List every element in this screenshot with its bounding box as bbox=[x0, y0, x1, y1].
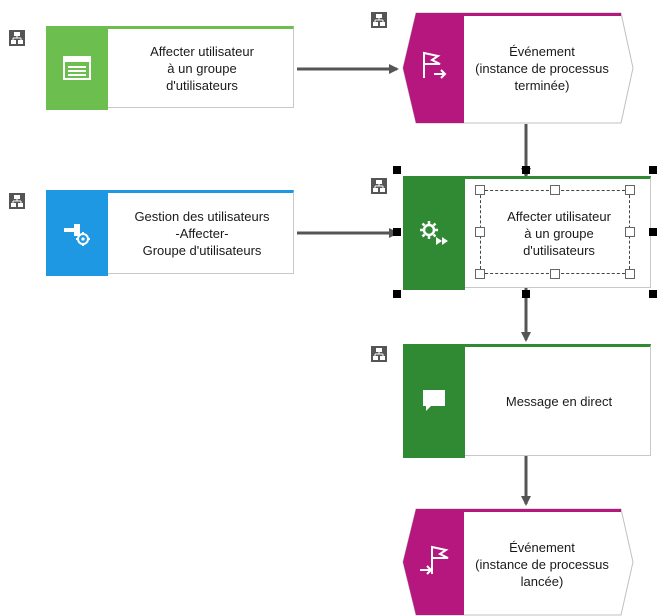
application-node-user-management[interactable]: Gestion des utilisateurs -Affecter- Grou… bbox=[46, 190, 294, 276]
flag-start-icon bbox=[420, 545, 449, 575]
node-label: Événement (instance de processus lancée) bbox=[475, 539, 609, 589]
node-label: Gestion des utilisateurs -Affecter- Grou… bbox=[134, 208, 270, 258]
selection-handle[interactable] bbox=[393, 228, 401, 236]
text-resize-handle[interactable] bbox=[550, 269, 560, 279]
text-resize-handle[interactable] bbox=[550, 185, 560, 195]
gear-play-icon bbox=[420, 221, 448, 245]
event-node-process-terminated[interactable] bbox=[402, 12, 634, 124]
text-resize-handle[interactable] bbox=[475, 227, 485, 237]
hierarchy-icon[interactable] bbox=[371, 346, 387, 362]
text-resize-handle[interactable] bbox=[475, 185, 485, 195]
selection-handle[interactable] bbox=[649, 290, 657, 298]
hierarchy-icon[interactable] bbox=[9, 193, 25, 209]
function-node-assign-user[interactable]: Affecter utilisateur à un groupe d'utili… bbox=[46, 26, 294, 110]
event-node-process-started[interactable] bbox=[402, 508, 634, 616]
node-label: Affecter utilisateur à un groupe d'utili… bbox=[150, 43, 254, 93]
selection-handle[interactable] bbox=[522, 290, 530, 298]
node-label: Événement (instance de processus terminé… bbox=[475, 43, 609, 93]
text-resize-handle[interactable] bbox=[625, 185, 635, 195]
message-node-direct[interactable]: Message en direct bbox=[403, 344, 651, 458]
function-icon-block bbox=[46, 26, 108, 110]
text-resize-handle[interactable] bbox=[625, 269, 635, 279]
speech-bubble-icon bbox=[423, 390, 445, 411]
message-icon-block bbox=[403, 344, 465, 458]
function-node-automated-selected[interactable]: Affecter utilisateur à un groupe d'utili… bbox=[403, 176, 651, 290]
plugin-gear-icon bbox=[64, 224, 90, 246]
hierarchy-icon[interactable] bbox=[9, 30, 25, 46]
app-icon-block bbox=[46, 190, 108, 276]
hierarchy-icon[interactable] bbox=[371, 178, 387, 194]
node-label: Message en direct bbox=[505, 393, 613, 409]
text-edit-frame[interactable] bbox=[480, 190, 630, 274]
selection-handle[interactable] bbox=[649, 228, 657, 236]
text-resize-handle[interactable] bbox=[475, 269, 485, 279]
window-icon bbox=[63, 56, 91, 80]
selection-handle[interactable] bbox=[393, 290, 401, 298]
selection-handle[interactable] bbox=[393, 166, 401, 174]
node-label: Affecter utilisateur à un groupe d'utili… bbox=[507, 208, 611, 258]
flag-end-icon bbox=[423, 51, 447, 79]
hierarchy-icon[interactable] bbox=[371, 12, 387, 28]
text-resize-handle[interactable] bbox=[625, 227, 635, 237]
selection-handle[interactable] bbox=[649, 166, 657, 174]
function-icon-block bbox=[403, 176, 465, 290]
selection-handle[interactable] bbox=[522, 166, 530, 174]
